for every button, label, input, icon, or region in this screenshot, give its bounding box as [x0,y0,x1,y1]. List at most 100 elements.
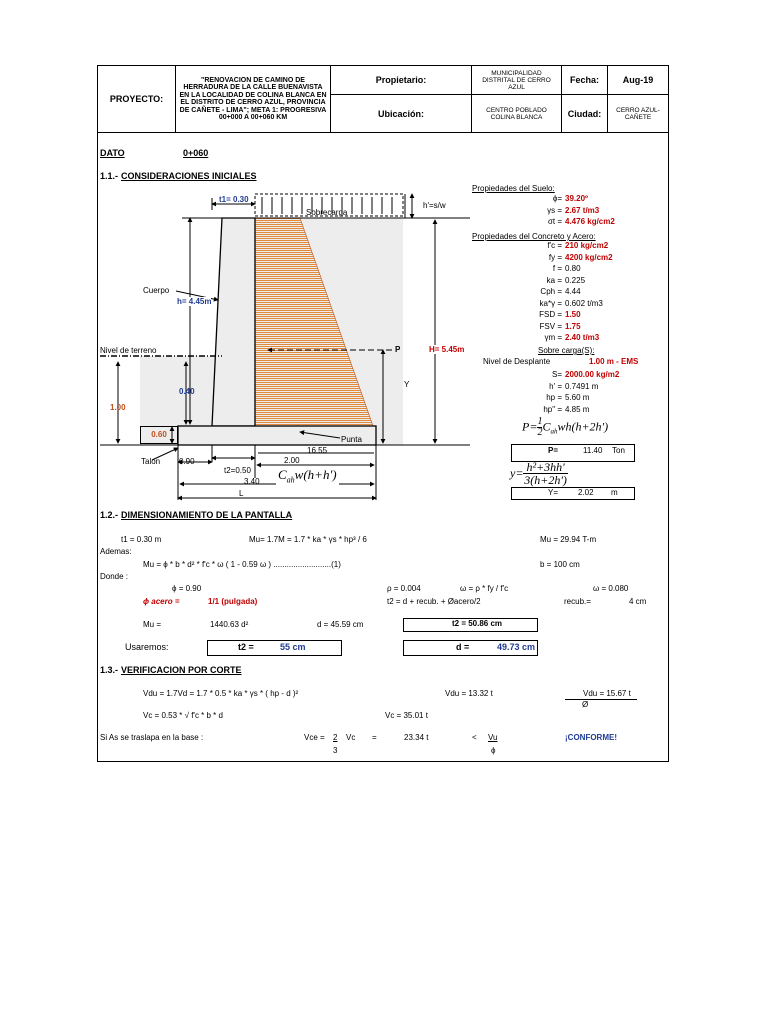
property-label: f'c = [547,241,562,250]
property-value: 0.602 t/m3 [565,298,603,308]
vc-formula: Vc = 0.53 * √ f'c * b * d [143,711,223,720]
property-label: f = [552,264,562,273]
t2-use-box [207,640,342,656]
L-label: L [239,489,244,498]
conforme-label: ¡CONFORME! [565,733,617,742]
vce-vc: Vc [346,733,356,742]
section2-title: DIMENSIONAMIENTO DE LA PANTALLA [121,510,293,520]
sobrecarga-title: Sobre carga(S): [538,346,595,355]
phi-acero-value: 1/1 (pulgada) [208,597,258,606]
nivel-terreno-label: Nivel de terreno [100,346,157,355]
property-value: 0.225 [565,275,586,285]
property-value: 5.60 m [565,393,590,402]
dim-340: 3.40 [244,477,260,486]
mu3-value: 1440.63 d² [210,620,249,629]
dim-1655: 16.55 [307,446,328,455]
donde-label: Donde : [100,572,129,581]
hsw-label: h'=s/w [423,201,446,210]
property-label: γm = [544,333,562,342]
phi-value: ϕ = 0.90 [172,584,202,593]
y-result-label: Y= [548,488,559,497]
property-value: 1.50 [565,310,581,319]
phi-acero-label: ϕ acero = [143,597,180,606]
property-label: ka = [546,275,562,285]
mu-formula: Mu= 1.7M = 1.7 * ka * γs * hp³ / 6 [249,535,367,544]
dim-040: 0.40 [179,387,195,396]
t2-result: t2 = 50.86 cm [452,619,503,628]
cah-formula: Cahw(h+h') [276,467,339,485]
surcharge-arrows [261,197,393,214]
property-value: 2.67 t/m3 [565,205,600,215]
property-label: S= [551,370,562,379]
section3-title: VERIFICACION POR CORTE [121,665,242,675]
vce-den: 3 [333,746,338,755]
proyecto-value: "RENOVACION DE CAMINO DE HERRADURA DE LA… [175,65,331,133]
property-label: Cph = [540,287,562,296]
dim-200: 2.00 [284,456,300,465]
property-label: hp" = [543,404,562,414]
dim-100: 1.00 [110,403,126,412]
property-label: γs = [547,205,562,215]
d-use-label: d = [456,642,470,652]
mu2-formula: Mu = ϕ * b * d² * f'c * ω ( 1 - 0.59 ω )… [143,560,341,569]
section2-number: 1.2.- [100,510,119,520]
property-value: 2000.00 kg/m2 [565,370,620,379]
omega-def: ω = ρ * fy / f'c [460,584,509,593]
b-value: b = 100 cm [540,560,580,569]
mu3-label: Mu = [143,620,162,629]
mu-value: Mu = 29.94 T-m [540,535,597,544]
property-value: 210 kg/cm2 [565,241,609,250]
t2-result-box [403,618,538,632]
t2-use-value: 55 cm [280,642,306,652]
vce-eq: = [372,733,377,742]
ciudad-value: CERRO AZUL-CAÑETE [607,94,669,133]
property-label: σt = [547,217,562,226]
punta-label: Punta [341,435,362,444]
property-label: ϕ= [552,194,562,203]
dato-label: DATO [100,148,125,158]
section3-number: 1.3.- [100,665,119,675]
talon-label: Talon [141,457,161,466]
nivel-desplante-value: 1.00 m - EMS [589,357,639,366]
property-value: 2.40 t/m3 [565,333,600,342]
d-value: d = 45.59 cm [317,620,364,629]
property-label: h' = [549,381,562,391]
property-value: 0.80 [565,264,581,273]
ademas-label: Ademas: [100,547,132,556]
p-label: P [395,345,401,354]
dim-090: 0.90 [179,457,195,466]
property-label: FSD = [539,310,562,319]
y-formula: y=h²+3hh'3(h+2h') [510,460,568,487]
vce-value: 23.34 t [404,733,429,742]
property-value: 4.44 [565,287,581,296]
t2-formula: t2 = d + recub. + Øacero/2 [387,597,481,606]
section1-title: CONSIDERACIONES INICIALES [121,171,257,181]
y-result-unit: m [611,488,618,497]
property-label: fy = [548,252,562,262]
vdu-phi-bottom: Ø [582,700,589,709]
recub-value: 4 cm [629,597,647,606]
sobrecarga-label: Sobrecarga [306,208,348,217]
dato-value: 0+060 [183,148,209,158]
section1-number: 1.1.- [100,171,119,181]
concrete-title: Propiedades del Concreto y Acero: [472,232,596,241]
p-result-box [511,444,635,462]
t2-use-label: t2 = [238,642,254,652]
p-result-value: 11.40 [583,446,603,455]
vdu-phi-line [565,699,637,700]
d-use-box [403,640,538,656]
t2-dim: t2=0.50 [224,466,251,475]
wall-stem [211,217,256,427]
si-as-label: Si As se traslapa en la base : [100,733,204,742]
property-value: 4.476 kg/cm2 [565,217,615,226]
usaremos-label: Usaremos: [125,642,169,652]
property-label: FSV = [539,321,562,331]
nivel-desplante-label: Nivel de Desplante [483,357,551,366]
property-value: 4.85 m [565,404,590,414]
rho-value: ρ = 0.004 [387,584,421,593]
y-result-box [511,487,635,500]
property-label: hp = [546,393,562,402]
t1-value: t1 = 0.30 m [121,535,162,544]
